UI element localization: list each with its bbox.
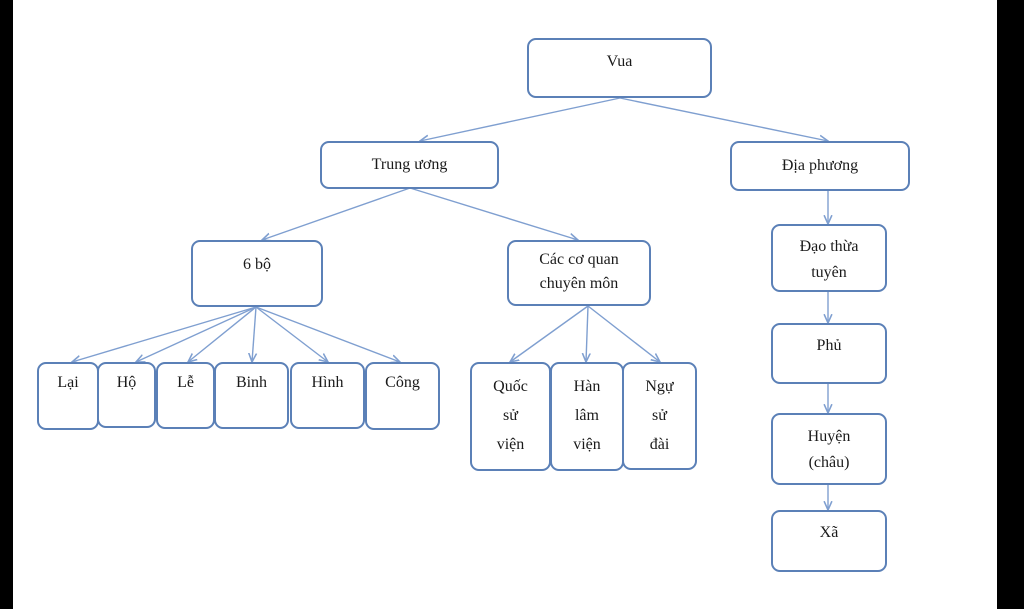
node-xa: Xã [771,510,887,572]
node-6-bo: 6 bộ [191,240,323,307]
edge-6-bo-binh [252,306,256,362]
node-quoc-su-vien: Quốc sử viện [470,362,551,471]
edge-6-bo-ho [136,306,257,362]
node-phu: Phủ [771,323,887,384]
node-dia-phuong: Địa phương [730,141,910,191]
node-ngu-su-dai: Ngự sử đài [622,362,697,470]
edge-trung-uong-co-quan [409,187,578,240]
node-le: Lễ [156,362,215,429]
edge-6-bo-le [188,306,257,362]
edge-6-bo-hinh [255,306,328,362]
edge-vua-dia-phuong [619,97,828,141]
edge-6-bo-cong [255,306,400,362]
node-huyen-chau: Huyện (châu) [771,413,887,485]
edge-trung-uong-6-bo [262,187,411,240]
node-lai: Lại [37,362,99,430]
edge-co-quan-ngu-su-dai [587,305,660,362]
node-cong: Công [365,362,440,430]
node-binh: Binh [214,362,289,429]
node-dao-thua-tuyen: Đạo thừa tuyên [771,224,887,292]
node-trung-uong: Trung ương [320,141,499,189]
node-cac-co-quan-chuyen-mon: Các cơ quan chuyên môn [507,240,651,306]
edge-vua-trung-uong [420,97,621,141]
node-ho: Hộ [97,362,156,428]
node-han-lam-vien: Hàn lâm viện [550,362,624,471]
edge-6-bo-lai [72,306,257,362]
node-vua: Vua [527,38,712,98]
edge-co-quan-han-lam-vien [586,305,588,362]
diagram-canvas [13,0,997,609]
edge-co-quan-quoc-su-vien [510,305,589,362]
node-hinh: Hình [290,362,365,429]
